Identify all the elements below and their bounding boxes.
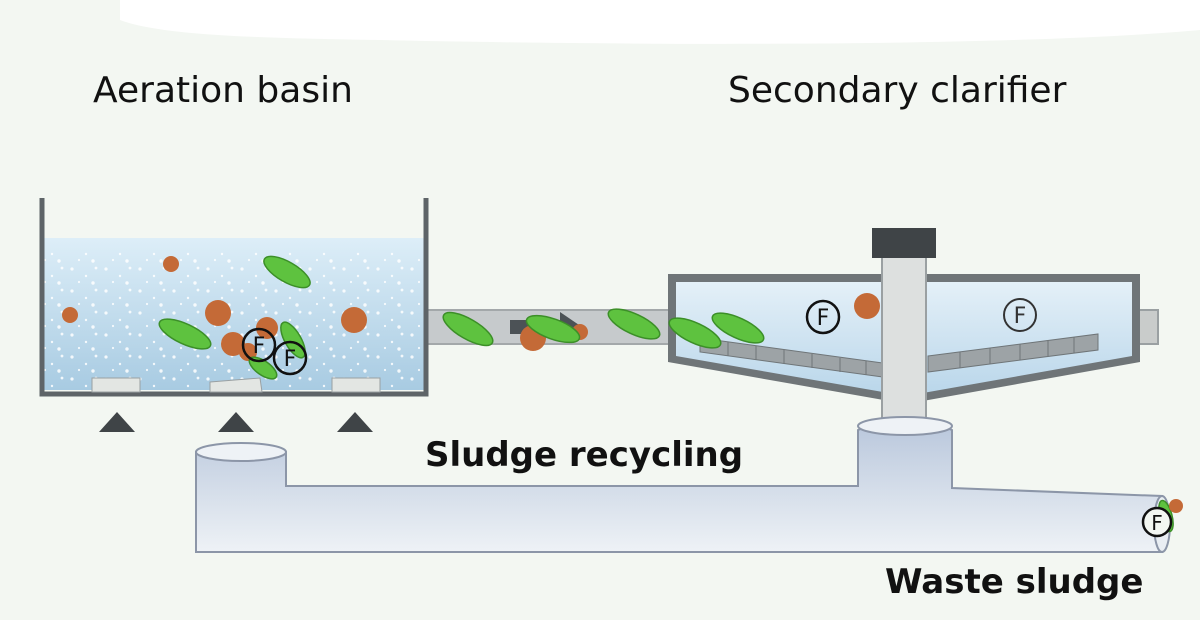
- basin-walls: [39, 198, 429, 397]
- center-shaft: [881, 255, 927, 435]
- svg-text:F: F: [1151, 511, 1163, 535]
- aeration-basin-label: Aeration basin: [93, 70, 353, 111]
- floc-markers: F F F F F: [241, 298, 1173, 538]
- organic-particle: [1169, 499, 1183, 513]
- top-highlight: [120, 0, 1200, 44]
- svg-text:F: F: [817, 306, 830, 331]
- basin-support: [99, 412, 135, 432]
- clarifier-pipe-opening: [857, 416, 953, 436]
- transfer-particles: [442, 293, 880, 351]
- organic-particle: [205, 300, 231, 326]
- organic-particle: [221, 332, 245, 356]
- organic-particle: [163, 256, 179, 272]
- secondary-clarifier-label: Secondary clarifier: [728, 70, 1067, 111]
- aeration-basin: [39, 198, 429, 432]
- svg-text:F: F: [284, 347, 297, 372]
- organic-particle: [62, 307, 78, 323]
- recycle-pipe-opening: [195, 442, 287, 462]
- bacteria: [668, 317, 722, 349]
- basin-support: [218, 412, 254, 432]
- bacteria: [525, 314, 581, 344]
- sludge-recycling-label: Sludge recycling: [425, 435, 744, 475]
- bacteria: [607, 308, 661, 340]
- drive-motor: [872, 228, 936, 258]
- bacteria: [158, 318, 212, 350]
- svg-text:F: F: [1014, 304, 1027, 329]
- clarifier-scraper: [927, 333, 1099, 373]
- bacteria: [280, 321, 306, 359]
- bacteria: [711, 312, 765, 344]
- sludge-recycling-pipe: [195, 421, 1163, 553]
- diffuser: [209, 377, 263, 393]
- secondary-clarifier: [668, 228, 1140, 435]
- basin-particles: [62, 255, 367, 380]
- diffuser: [91, 377, 141, 393]
- floc-marker: F: [1141, 506, 1173, 538]
- organic-particle: [256, 317, 278, 339]
- floc-marker: F: [241, 327, 277, 363]
- waste-sludge-label: Waste sludge: [885, 562, 1144, 602]
- svg-text:F: F: [253, 334, 266, 359]
- basin-support: [337, 412, 373, 432]
- organic-particle: [341, 307, 367, 333]
- diffuser: [331, 377, 381, 393]
- floc-marker: F: [1003, 298, 1037, 332]
- floc-marker: F: [272, 340, 308, 376]
- bacteria: [442, 311, 494, 347]
- bacteria: [263, 255, 311, 289]
- floc-marker: F: [805, 299, 841, 335]
- organic-particle: [854, 293, 880, 319]
- sludge-pipe: [195, 416, 1171, 553]
